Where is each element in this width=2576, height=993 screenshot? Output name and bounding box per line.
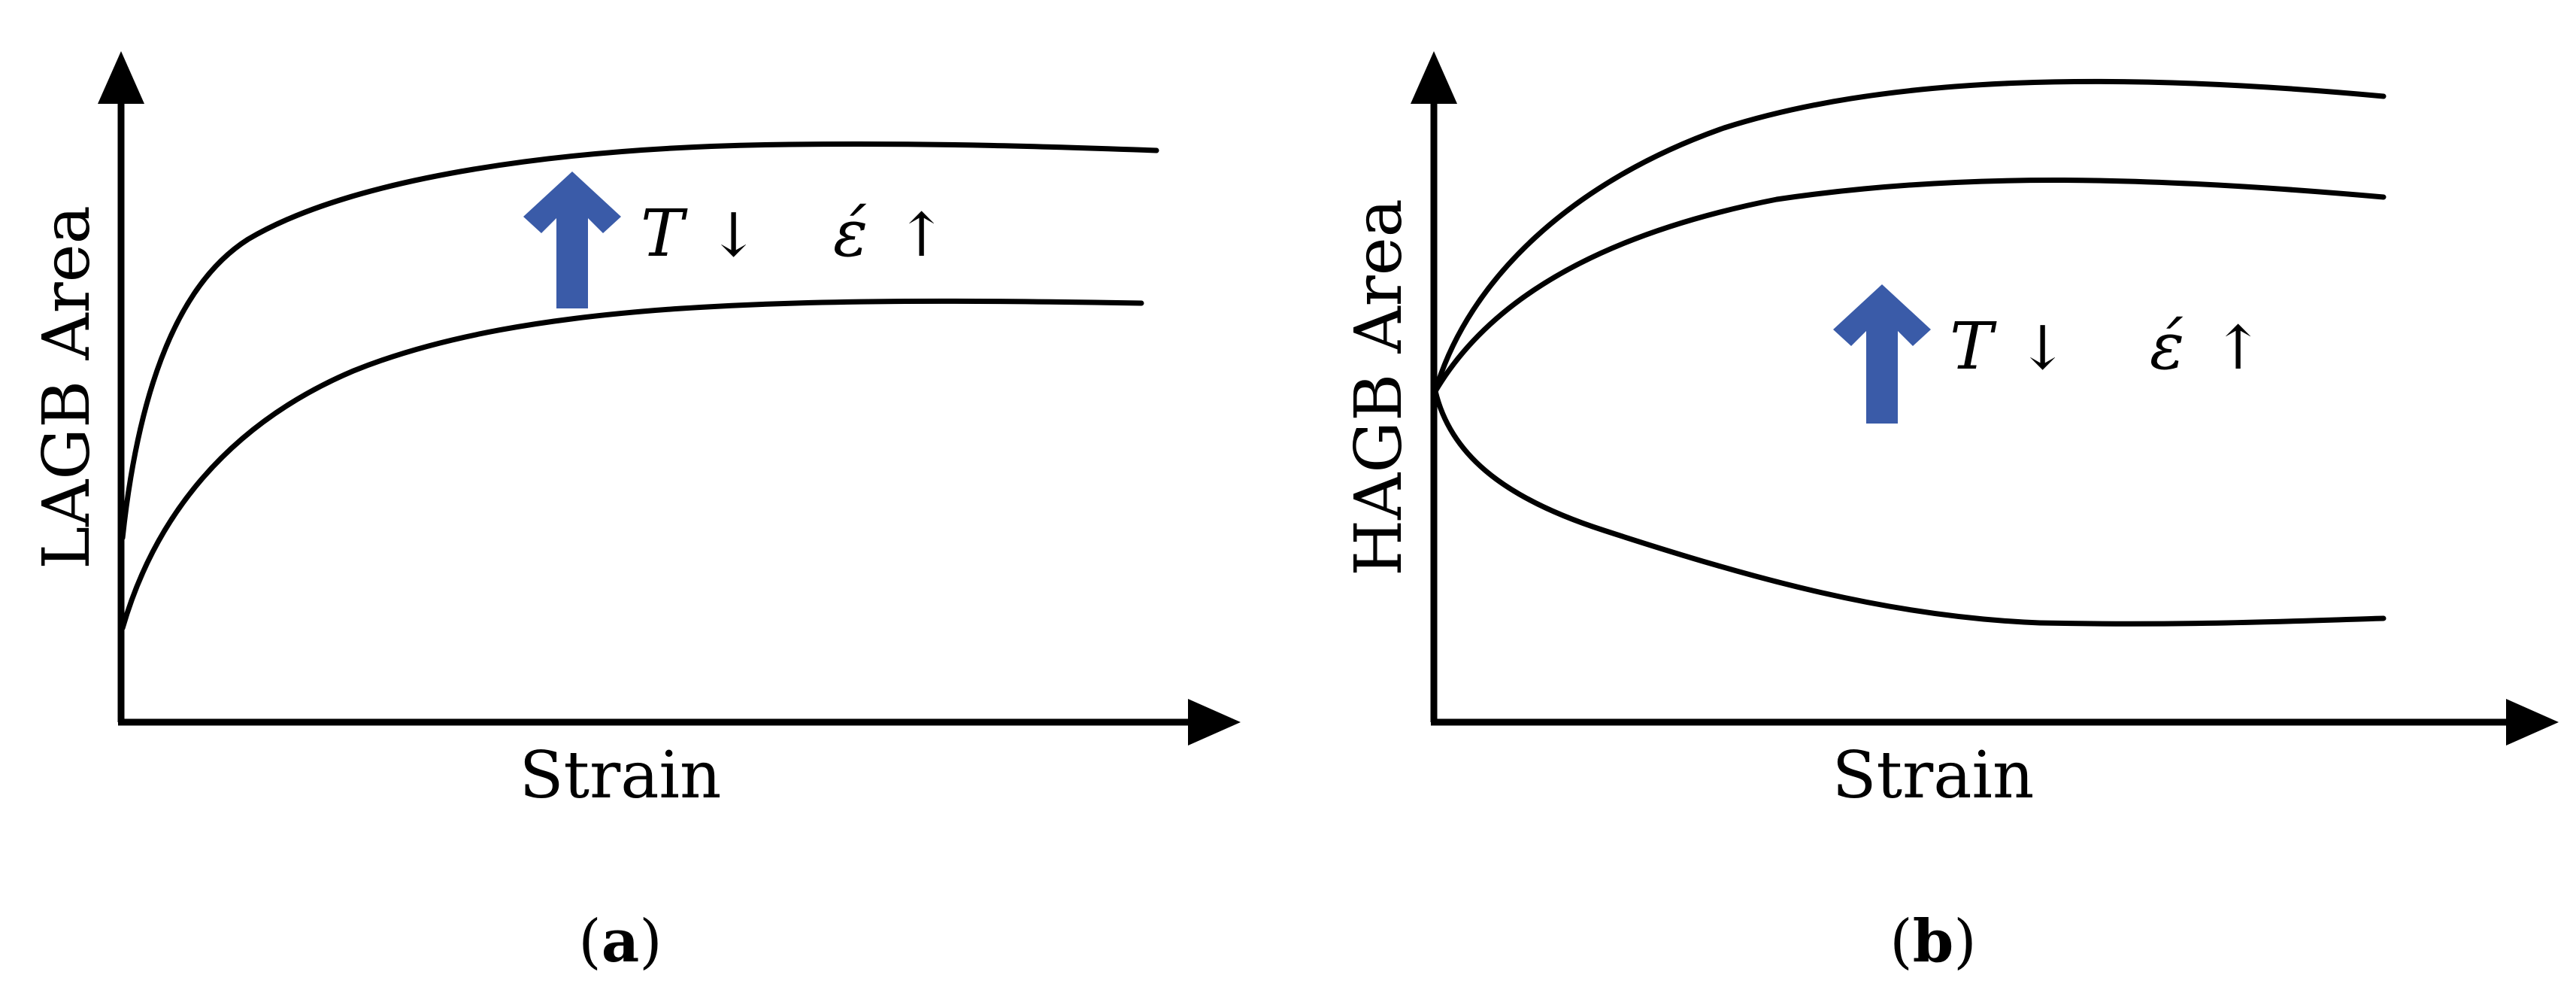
panel-a: LAGB Area Strain T ↓ έ ↑ (a) [29,51,1241,976]
strain-rate-up-arrow: ↑ [2213,313,2263,383]
panel-a-diagram: LAGB Area Strain T ↓ έ ↑ (a) [29,51,1241,976]
temperature-down-arrow: ↓ [708,200,759,270]
temperature-symbol: T [641,196,688,272]
y-axis-arrowhead [1411,51,1457,104]
lagb-curve-upper [120,141,1159,541]
y-axis-label: HAGB Area [1341,199,1417,576]
panel-label-b: (b) [1890,907,1976,976]
x-axis-arrowhead [1188,699,1241,746]
hagb-curve-bottom [1432,388,2387,627]
y-axis-label: LAGB Area [29,205,105,569]
temperature-symbol: T [1950,309,1997,384]
lagb-curve-lower [120,298,1144,631]
x-axis-label: Strain [520,738,722,813]
strain-rate-symbol: έ [833,196,868,272]
x-axis-arrowhead [2506,699,2559,746]
panel-label-a: (a) [578,907,662,976]
trend-up-arrow [523,172,621,308]
strain-rate-up-arrow: ↑ [896,200,947,270]
hagb-curve-top [1432,78,2387,394]
panel-b-diagram: HAGB Area Strain T ↓ έ ↑ (b) [1341,51,2559,976]
strain-rate-symbol: έ [2150,309,2184,384]
temperature-down-arrow: ↓ [2017,313,2068,383]
hagb-curve-middle [1432,177,2387,394]
panel-b: HAGB Area Strain T ↓ έ ↑ (b) [1288,0,2576,993]
trend-up-arrow [1833,284,1931,424]
y-axis-arrowhead [98,51,144,104]
x-axis-label: Strain [1832,738,2035,813]
